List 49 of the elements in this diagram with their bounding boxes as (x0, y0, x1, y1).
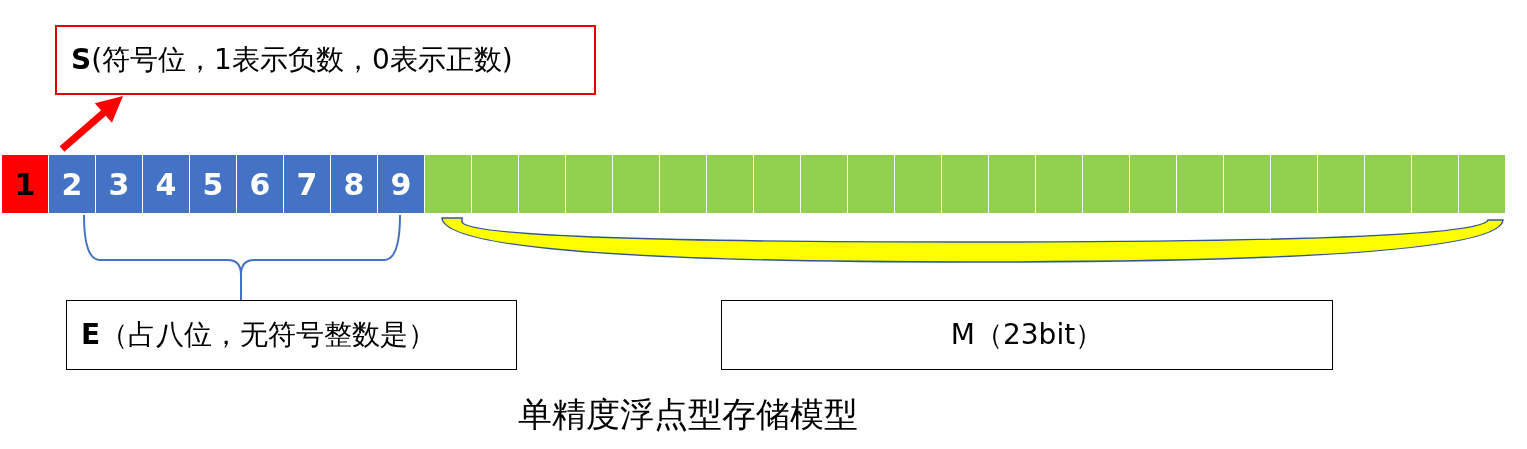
arrow (59, 96, 123, 152)
mantissa-bit-cell (989, 155, 1035, 213)
mantissa-bit-cell (848, 155, 894, 213)
mantissa-bit-cell (1459, 155, 1505, 213)
mantissa-bit-cell (1036, 155, 1082, 213)
mantissa-bit-cell (895, 155, 941, 213)
note-text: E（占八位，无符号整数是） (81, 317, 437, 353)
bit-number: 7 (296, 166, 318, 202)
mantissa-bit-cell (801, 155, 847, 213)
mantissa-bit-cell (1318, 155, 1364, 213)
bit-number: 1 (14, 166, 36, 202)
exponent-bit-cell (237, 155, 283, 213)
mantissa-bit-cell (754, 155, 800, 213)
mantissa-bit-cell (1224, 155, 1270, 213)
bit-number: 6 (249, 166, 271, 202)
sign-note-box (55, 25, 596, 95)
bit-number: 2 (61, 166, 83, 202)
bit-number: 3 (108, 166, 130, 202)
mantissa-bit-cell (942, 155, 988, 213)
mantissa-bit-cell (1130, 155, 1176, 213)
mantissa-bit-cell (1083, 155, 1129, 213)
bit-number: 8 (343, 166, 365, 202)
sign-bit-cell (2, 155, 48, 213)
mantissa-bit-cell (566, 155, 612, 213)
bit-number: 4 (155, 166, 177, 202)
exponent-bit-cell (49, 155, 95, 213)
caption: 单精度浮点型存储模型 (518, 394, 858, 434)
exponent-bit-cell (143, 155, 189, 213)
mantissa-bit-cell (425, 155, 471, 213)
bit-number: 5 (202, 166, 224, 202)
bit-number: 9 (390, 166, 412, 202)
mantissa-bit-cell (519, 155, 565, 213)
exponent-bit-cell (190, 155, 236, 213)
note-text: M（23bit） (950, 317, 1104, 353)
note-text: S(符号位，1表示负数，0表示正数) (71, 42, 513, 78)
exponent-bit-cell (378, 155, 424, 213)
mantissa-bit-cell (1412, 155, 1458, 213)
exponent-note-box (66, 300, 517, 370)
mantissa-bit-cell (707, 155, 753, 213)
mantissa-bit-cell (1177, 155, 1223, 213)
exponent-bit-cell (331, 155, 377, 213)
exponent-bit-cell (284, 155, 330, 213)
mantissa-bit-cell (660, 155, 706, 213)
exponent-bit-cell (96, 155, 142, 213)
mantissa-bit-cell (1365, 155, 1411, 213)
mantissa-note-box (721, 300, 1333, 370)
mantissa-bit-cell (1271, 155, 1317, 213)
mantissa-bit-cell (613, 155, 659, 213)
mantissa-bit-cell (472, 155, 518, 213)
